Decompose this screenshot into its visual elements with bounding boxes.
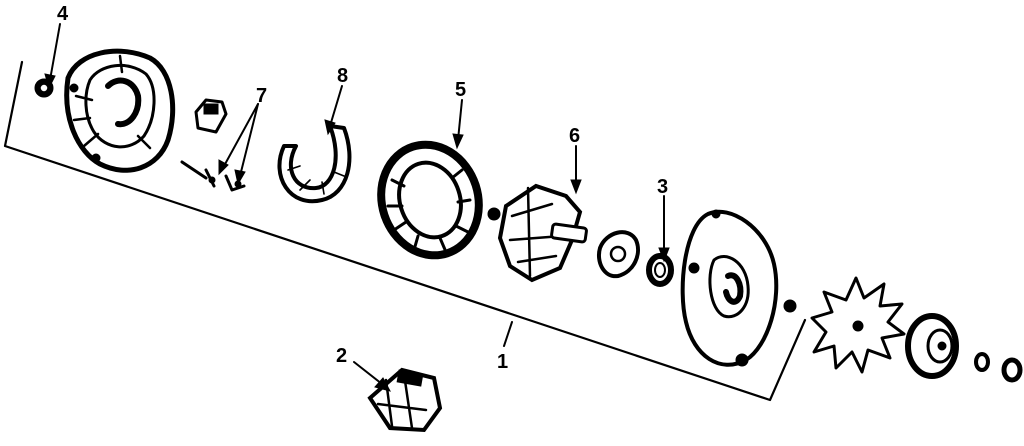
- rotor: [487, 183, 588, 283]
- voltage-regulator: [367, 367, 443, 433]
- leader-lines: [44, 23, 670, 392]
- rear-housing: [34, 48, 176, 173]
- seal-gasket: [277, 124, 352, 204]
- front-housing: [680, 209, 797, 367]
- stator: [377, 140, 483, 260]
- callout-5: 5: [455, 79, 466, 101]
- callout-2: 2: [336, 345, 347, 367]
- bearing: [646, 253, 674, 287]
- brush-holder: [180, 98, 246, 192]
- bearing-retainer: [597, 230, 640, 279]
- callout-6: 6: [569, 125, 580, 147]
- callout-3: 3: [657, 176, 668, 198]
- assembly-bracket: [3, 60, 807, 402]
- callout-7: 7: [256, 85, 267, 107]
- callout-8: 8: [337, 65, 348, 87]
- callout-1: 1: [497, 351, 508, 373]
- fan: [810, 276, 906, 374]
- callout-4: 4: [57, 3, 69, 25]
- pulley: [905, 313, 959, 379]
- washer-nut: [974, 352, 1023, 383]
- callout-labels: 4 7 8 5 6 3 2 1: [57, 3, 668, 373]
